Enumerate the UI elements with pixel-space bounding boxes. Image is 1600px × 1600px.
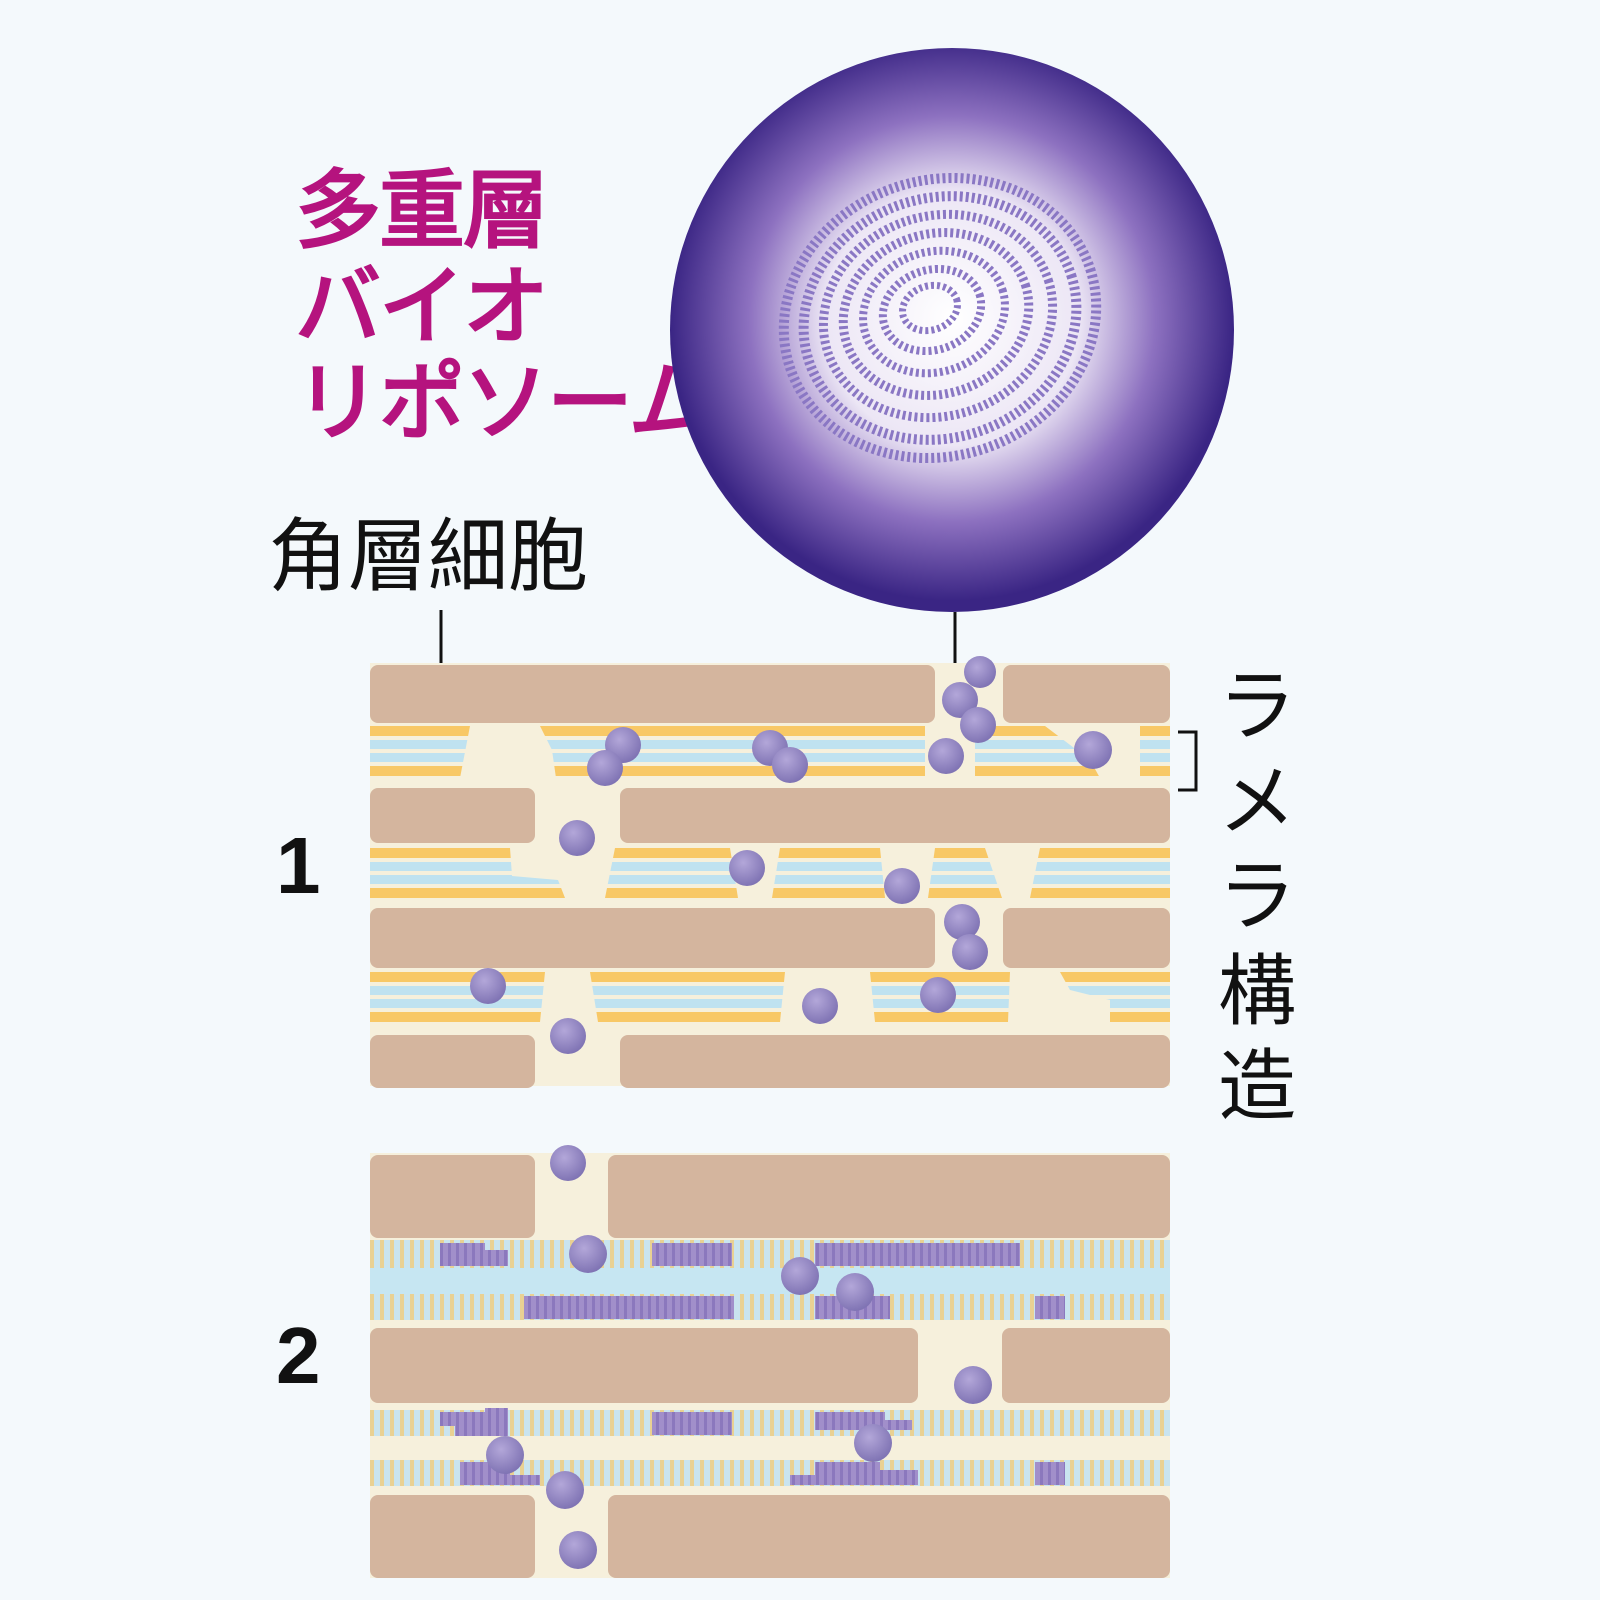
liposome-particle (944, 904, 980, 940)
liposome-particle (802, 988, 838, 1024)
panel-1 (370, 656, 1170, 1088)
liposome-particle (781, 1257, 819, 1295)
liposome-particles (470, 656, 1112, 1054)
label-corneocyte: 角層細胞 (268, 510, 588, 603)
liposome-rings (778, 172, 1102, 464)
liposome-particle (960, 707, 996, 743)
corneocyte-cell (1002, 1328, 1170, 1403)
corneocytes (370, 665, 1170, 1088)
liposome-particle (942, 682, 978, 718)
corneocyte-cell (1003, 908, 1170, 968)
liposome-particle (1074, 731, 1112, 769)
corneocyte-cell (1003, 665, 1170, 723)
liposome-particle (486, 1436, 524, 1474)
liposome-particle (954, 1366, 992, 1404)
lamella-char: 構 (1217, 947, 1296, 1037)
lamella-char: 造 (1217, 1042, 1296, 1132)
liposome-particle (920, 977, 956, 1013)
liposome-particle (550, 1018, 586, 1054)
corneocyte-cell (370, 665, 935, 723)
corneocyte-cell (370, 1155, 535, 1238)
liposome-particles (486, 1145, 992, 1569)
corneocyte-cell (370, 1035, 535, 1088)
title-line-1: 多重層 (295, 161, 549, 261)
corneocyte-cell (370, 1328, 918, 1403)
lamellar-lipid-band (370, 972, 1170, 1022)
liposome-particle (587, 750, 623, 786)
lamella-char: メ (1217, 757, 1296, 847)
panel-2 (370, 1145, 1170, 1578)
liposome-particle (546, 1471, 584, 1509)
corneocytes (370, 1155, 1170, 1578)
lamella-char: ラ (1217, 662, 1296, 752)
liposome-particle (559, 1531, 597, 1569)
title-multilayer-bio-liposome: 多重層 バイオ リポソーム (295, 161, 714, 453)
label-lamellar-structure: ラ メ ラ 構 造 (1212, 660, 1302, 1135)
liposome-particle (470, 968, 506, 1004)
title-line-3: リポソーム (295, 353, 714, 453)
liposome-particle (964, 656, 996, 688)
liposome-particle (729, 850, 765, 886)
corneocyte-cell (620, 1035, 1170, 1088)
corneocyte-cell (370, 788, 535, 843)
lamella-bracket (1178, 730, 1198, 792)
liposome-particle (550, 1145, 586, 1181)
corneocyte-cell (370, 1495, 535, 1578)
corneocyte-cell (370, 908, 935, 968)
liposome-particle (836, 1273, 874, 1311)
liposome-particle (952, 934, 988, 970)
corneocyte-cell (620, 788, 1170, 843)
title-line-2: バイオ (295, 257, 549, 357)
liposome-particle (884, 868, 920, 904)
liposome-particle (772, 747, 808, 783)
panel-1-number: 1 (276, 821, 321, 910)
corneocyte-cell (608, 1495, 1170, 1578)
panel-2-number: 2 (276, 1311, 321, 1400)
lamella-char: ラ (1217, 852, 1296, 942)
liposome-particle (569, 1235, 607, 1273)
liposome-particle (928, 738, 964, 774)
liposome-particle (854, 1424, 892, 1462)
corneocyte-cell (608, 1155, 1170, 1238)
liposome-sphere (670, 48, 1234, 612)
liposome-particle (559, 820, 595, 856)
